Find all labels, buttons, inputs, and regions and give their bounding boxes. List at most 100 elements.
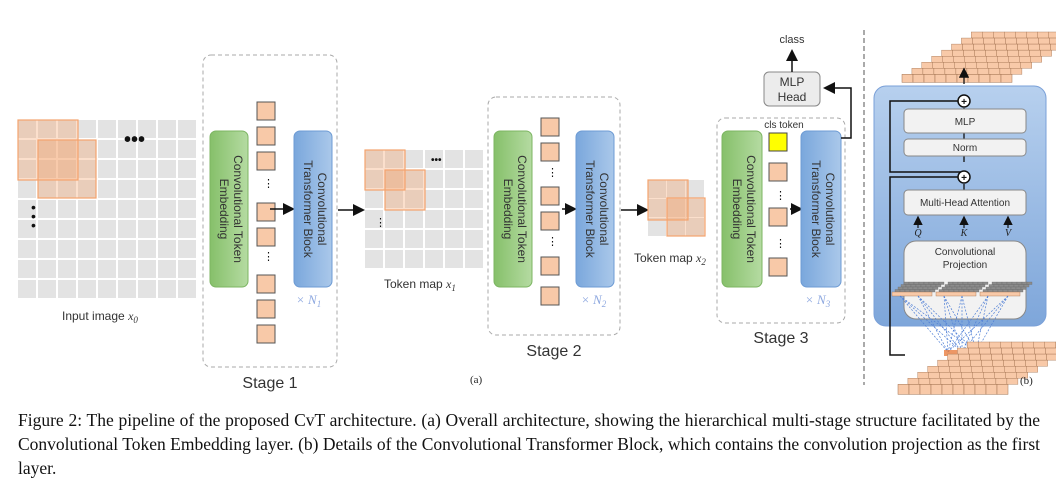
conv-patch xyxy=(37,139,97,199)
tensor-cell xyxy=(996,49,1008,57)
tensor-cell xyxy=(982,31,994,39)
proj-cell xyxy=(1006,281,1013,285)
token xyxy=(256,324,276,344)
grid-cell xyxy=(118,280,136,298)
stage-3-box xyxy=(716,117,846,324)
tensor-cell xyxy=(970,359,982,367)
tensor-cell xyxy=(1018,49,1030,57)
proj-cell xyxy=(958,289,965,293)
stage-2-repeat: × N2 xyxy=(581,292,607,309)
grid-cell xyxy=(405,230,423,248)
tensor-cell xyxy=(1016,37,1028,45)
tensor-cell xyxy=(954,62,966,69)
proj-cell xyxy=(927,286,934,290)
tensor-cell xyxy=(1006,378,1019,385)
proj-cell xyxy=(899,289,906,293)
tensor-cell xyxy=(1005,372,1017,379)
proj-cell xyxy=(1017,289,1024,293)
tensor-cell xyxy=(1035,353,1047,361)
tensor-cell xyxy=(969,353,981,361)
proj-cell xyxy=(946,286,953,290)
svg-text:Convolutional Token: Convolutional Token xyxy=(515,155,529,263)
stage-3-tokens: ⋮⋮ xyxy=(768,162,788,277)
svg-text:MLP: MLP xyxy=(955,117,976,128)
grid-cell xyxy=(78,180,96,198)
tensor-cell xyxy=(977,68,990,75)
tensor-cell xyxy=(1004,366,1016,373)
svg-text:Convolutional: Convolutional xyxy=(935,247,996,258)
tensor-cell xyxy=(1040,49,1052,57)
kernel-line xyxy=(943,295,963,353)
proj-cell xyxy=(1005,286,1012,290)
proj-cell xyxy=(973,289,980,293)
proj-front xyxy=(979,291,1021,297)
tensor-cell xyxy=(1033,341,1045,349)
proj-cell xyxy=(985,286,992,290)
proj-cell xyxy=(944,284,951,288)
tensor-cell xyxy=(948,359,960,367)
proj-cell xyxy=(922,286,929,290)
proj-cell xyxy=(963,289,970,293)
conv-patch xyxy=(17,119,79,181)
svg-text:Transformer Block: Transformer Block xyxy=(301,160,315,259)
tensor-cell xyxy=(985,49,997,57)
tensor-cell xyxy=(983,372,995,379)
grid-cell xyxy=(178,280,196,298)
tensor-cell xyxy=(1025,359,1037,367)
proj-cell xyxy=(948,289,955,293)
tensor-cell xyxy=(951,43,963,51)
proj-cell xyxy=(943,289,950,293)
token xyxy=(540,186,560,206)
proj-cell xyxy=(966,286,973,290)
proj-cell xyxy=(903,281,910,285)
grid-cell xyxy=(465,150,483,168)
grid-cell xyxy=(445,170,463,188)
tensor-cell xyxy=(941,49,953,57)
tensor-cell xyxy=(1029,49,1041,57)
tensor-cell xyxy=(1016,372,1028,379)
grid-cell xyxy=(138,200,156,218)
tensor-cell xyxy=(955,68,968,75)
proj-cell xyxy=(949,284,956,288)
proj-cell xyxy=(1012,289,1019,293)
stage-1-box xyxy=(202,54,338,368)
grid-cell xyxy=(686,218,704,236)
grid-cell xyxy=(178,200,196,218)
tensor-cell xyxy=(965,62,977,69)
token-ellipsis: ⋮ xyxy=(775,238,786,250)
kernel-line xyxy=(947,295,963,353)
grid-cell xyxy=(58,260,76,278)
svg-text:Norm: Norm xyxy=(953,143,977,154)
grid-cell xyxy=(178,140,196,158)
tensor-cell xyxy=(1023,347,1035,355)
tensor-cell xyxy=(1022,341,1034,349)
grid-cell xyxy=(118,200,136,218)
grid-cell xyxy=(118,220,136,238)
grid-cell xyxy=(18,140,36,158)
proj-cell xyxy=(915,284,922,288)
stage-2-tokens: ⋮⋮ xyxy=(540,117,560,306)
proj-cell xyxy=(938,281,945,285)
tensor-cell xyxy=(1036,359,1048,367)
grid-cell xyxy=(38,220,56,238)
proj-cell xyxy=(954,284,961,288)
svg-text:Head: Head xyxy=(778,90,807,104)
grid-cell xyxy=(405,250,423,268)
tensor-cell xyxy=(1045,347,1056,355)
grid-cell xyxy=(78,120,96,138)
grid-cell xyxy=(425,250,443,268)
token-map-1-grid xyxy=(364,149,483,268)
grid-cell xyxy=(445,250,463,268)
grid-cell xyxy=(405,210,423,228)
tensor-cell xyxy=(1007,49,1019,57)
kernel-line xyxy=(975,295,989,353)
tensor-cell xyxy=(938,366,950,373)
proj-cell xyxy=(1023,284,1030,288)
kernel-line xyxy=(899,295,977,353)
tensor-cell xyxy=(984,43,996,51)
grid-cell xyxy=(38,140,56,158)
grid-cell xyxy=(38,160,56,178)
proj-cell xyxy=(1010,286,1017,290)
tensor-cell xyxy=(1002,353,1014,361)
tensor-cell xyxy=(937,359,949,367)
